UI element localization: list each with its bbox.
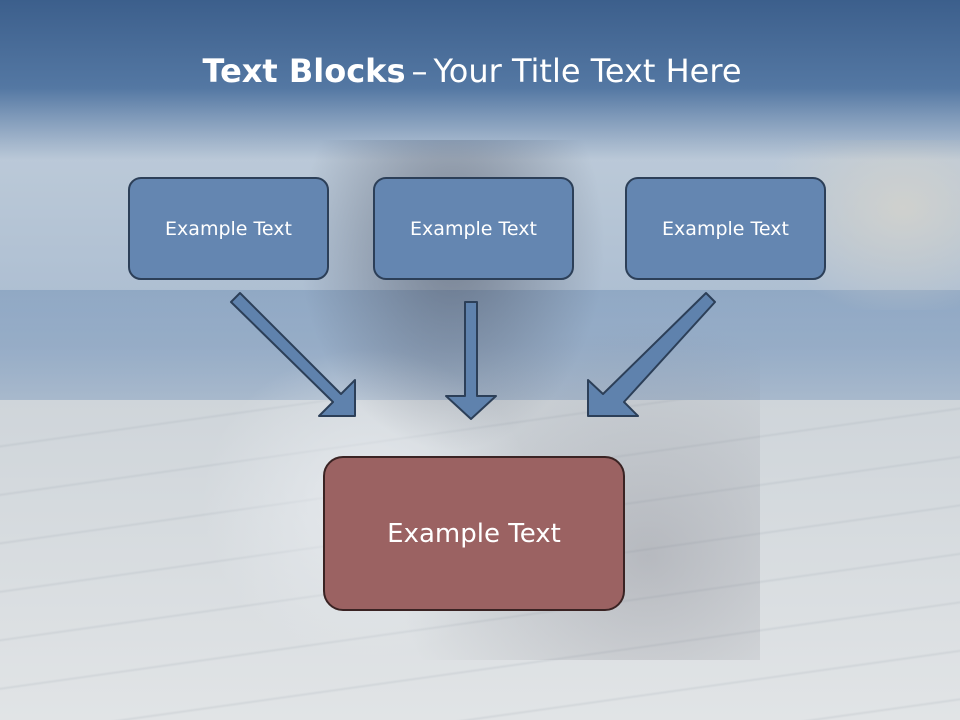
title-band <box>0 0 960 160</box>
arrow-left-diagonal <box>230 292 356 417</box>
title-rest: Your Title Text Here <box>433 52 742 90</box>
arrow-right-diagonal <box>587 292 716 417</box>
text-block-1-label: Example Text <box>165 217 292 240</box>
title-bold: Text Blocks <box>202 52 406 90</box>
text-block-2: Example Text <box>373 177 574 280</box>
slide-title: Text Blocks–Your Title Text Here <box>0 52 944 90</box>
result-block: Example Text <box>323 456 625 611</box>
title-dash: – <box>411 52 428 90</box>
arrow-center-down <box>445 301 497 420</box>
text-block-3-label: Example Text <box>662 217 789 240</box>
text-block-2-label: Example Text <box>410 217 537 240</box>
text-block-1: Example Text <box>128 177 329 280</box>
text-block-3: Example Text <box>625 177 826 280</box>
result-block-label: Example Text <box>387 518 561 549</box>
